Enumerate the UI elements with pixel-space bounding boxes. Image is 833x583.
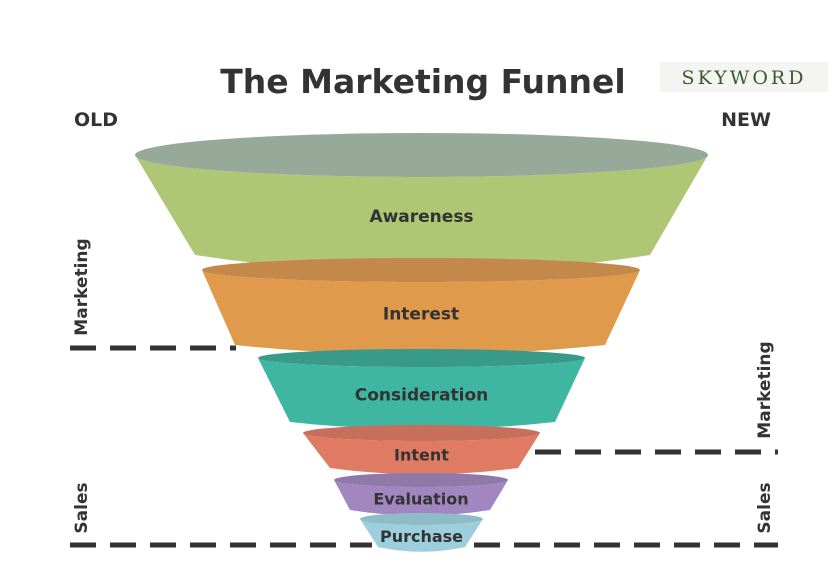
stage-body — [334, 480, 508, 516]
old-sales-label: Sales — [72, 482, 92, 533]
stage-rim — [135, 133, 708, 177]
funnel-stage-intent: Intent — [303, 425, 540, 475]
old-marketing-label: Marketing — [72, 238, 92, 335]
logo-box — [660, 62, 828, 92]
stage-label: Interest — [383, 305, 459, 325]
funnel: AwarenessInterestConsiderationIntentEval… — [135, 133, 708, 552]
stage-rim — [202, 258, 640, 282]
diagram-title: The Marketing Funnel — [220, 62, 625, 101]
stage-rim — [303, 425, 540, 441]
stage-label: Purchase — [380, 527, 463, 546]
stage-rim — [334, 473, 508, 487]
stage-body — [303, 433, 540, 475]
stage-label: Intent — [394, 446, 449, 465]
stage-body — [202, 270, 640, 355]
funnel-stage-awareness: Awareness — [135, 133, 708, 273]
funnel-stage-interest: Interest — [202, 258, 640, 355]
stage-label: Evaluation — [373, 490, 468, 509]
old-label: OLD — [74, 109, 118, 131]
stage-label: Awareness — [369, 207, 473, 227]
stage-body — [360, 519, 483, 552]
stage-body — [258, 358, 585, 430]
stage-rim — [258, 349, 585, 367]
new-sales-label: Sales — [755, 482, 775, 533]
stage-label: Consideration — [355, 386, 489, 406]
new-label: NEW — [721, 109, 771, 131]
stage-rim — [360, 513, 483, 525]
skyword-logo: SKYWORD — [682, 67, 807, 89]
funnel-stage-purchase: Purchase — [360, 513, 483, 552]
funnel-stage-consideration: Consideration — [258, 349, 585, 430]
stage-body — [135, 155, 708, 273]
funnel-stage-evaluation: Evaluation — [334, 473, 508, 516]
new-marketing-label: Marketing — [755, 341, 775, 438]
